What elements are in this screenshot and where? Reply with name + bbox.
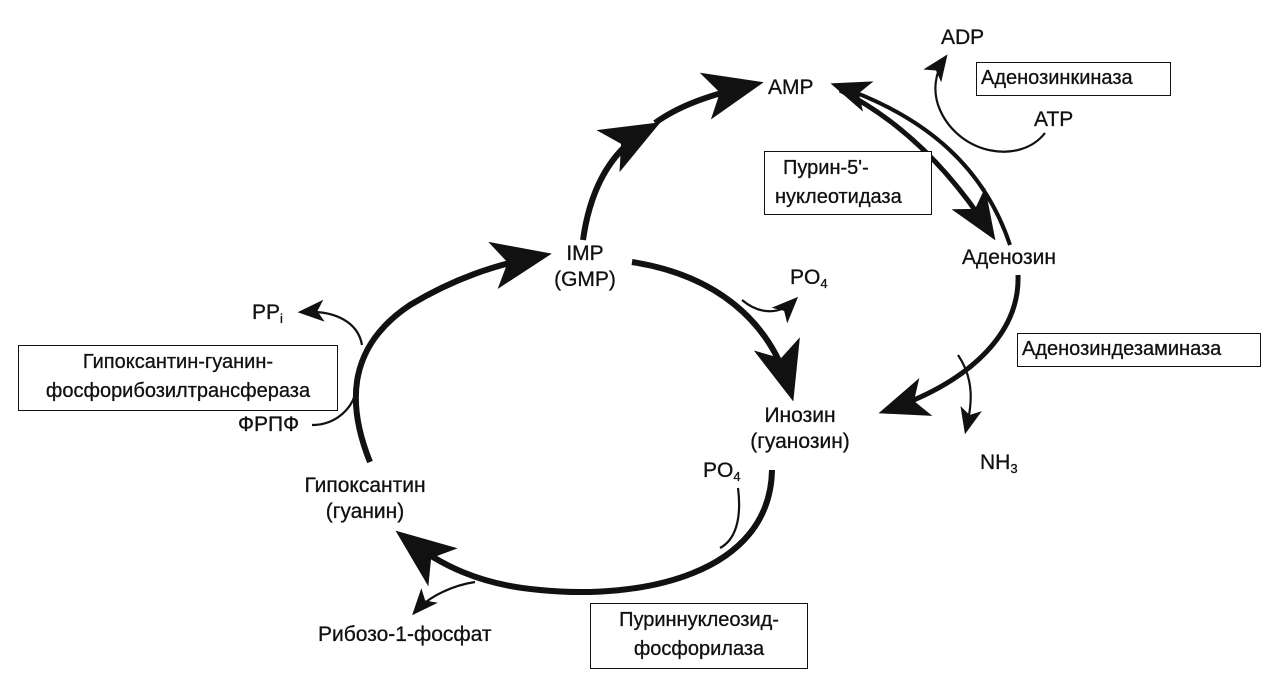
- arrow-imp-to-amp-end: [653, 72, 764, 126]
- pnp-line2: фосфорилаза: [633, 638, 765, 660]
- amp-label: AMP: [768, 76, 814, 99]
- adenosine-kinase-text: Аденозинкиназа: [981, 67, 1133, 89]
- guanosine-text: (гуанозин): [750, 430, 850, 453]
- inosine-label: Инозин (гуанозин): [720, 403, 880, 455]
- pnp-box: Пуриннуклеозид- фосфорилаза: [590, 603, 808, 669]
- adp-label: ADP: [941, 26, 985, 49]
- ppi-label: PPi: [252, 300, 283, 332]
- po4-lower-label: PO4: [703, 458, 741, 490]
- ppi-main: PP: [252, 301, 281, 324]
- hypoxanthine-label: Гипоксантин (гуанин): [280, 473, 450, 525]
- arrow-adenosine-to-inosine: [878, 274, 1021, 416]
- arrow-imp-to-amp: [580, 122, 661, 241]
- po4-upper-main: PO: [790, 266, 821, 289]
- hgprt-line1: Гипоксантин-гуанин-: [82, 351, 274, 373]
- arrow-ribose-release: [412, 580, 476, 616]
- arrow-hypoxanthine-to-imp: [352, 241, 552, 464]
- arrow-po4-release: [741, 296, 799, 324]
- arrow-ppi-release: [297, 299, 364, 346]
- hgprt-box: Гипоксантин-гуанин- фосфорибозилтрансфер…: [18, 345, 338, 411]
- adenosine-label: Аденозин: [962, 246, 1056, 269]
- arrow-imp-to-inosine: [631, 259, 800, 402]
- nh3-main: NH: [980, 451, 1011, 474]
- hgprt-line2: фосфорибозилтрансфераза: [45, 380, 311, 402]
- nh3-sub: 3: [1010, 461, 1018, 476]
- arrow-adenosine-to-amp: [830, 81, 1012, 246]
- imp-text: IMP: [566, 242, 604, 265]
- purine-5-nucleotidase-box: Пурин-5'- нуклеотидаза: [764, 151, 932, 215]
- arrow-atp-to-adp: [923, 54, 1046, 153]
- hypoxanthine-text: Гипоксантин: [304, 474, 426, 497]
- ppi-sub: i: [280, 311, 283, 326]
- po4-lower-main: PO: [703, 459, 734, 482]
- prpp-label: ФРПФ: [238, 413, 300, 436]
- gmp-text: (GMP): [554, 268, 616, 291]
- adenosine-kinase-box: Аденозинкиназа: [976, 62, 1171, 96]
- arrow-po4-input: [719, 487, 741, 549]
- po4-lower-sub: 4: [733, 469, 741, 484]
- ribose-1-phosphate-label: Рибозо-1-фосфат: [318, 623, 492, 646]
- pnp-line1: Пуриннуклеозид-: [619, 609, 779, 631]
- inosine-text: Инозин: [764, 404, 836, 427]
- imp-label: IMP (GMP): [540, 241, 630, 293]
- arrow-nh3-release: [957, 354, 982, 435]
- arrow-prpp-input: [311, 394, 357, 427]
- arrow-inosine-to-hypoxanthine: [395, 469, 775, 595]
- adenosine-deaminase-text: Аденозиндезаминаза: [1022, 338, 1222, 360]
- po4-upper-sub: 4: [820, 276, 828, 291]
- adenosine-deaminase-box: Аденозиндезаминаза: [1017, 333, 1261, 367]
- guanine-text: (гуанин): [325, 500, 405, 523]
- po4-upper-label: PO4: [790, 265, 828, 297]
- atp-label: ATP: [1034, 108, 1074, 131]
- purine-5-nucleotidase-line2: нуклеотидаза: [775, 186, 902, 208]
- nh3-label: NH3: [980, 450, 1018, 482]
- purine-5-nucleotidase-line1: Пурин-5'-: [783, 157, 869, 179]
